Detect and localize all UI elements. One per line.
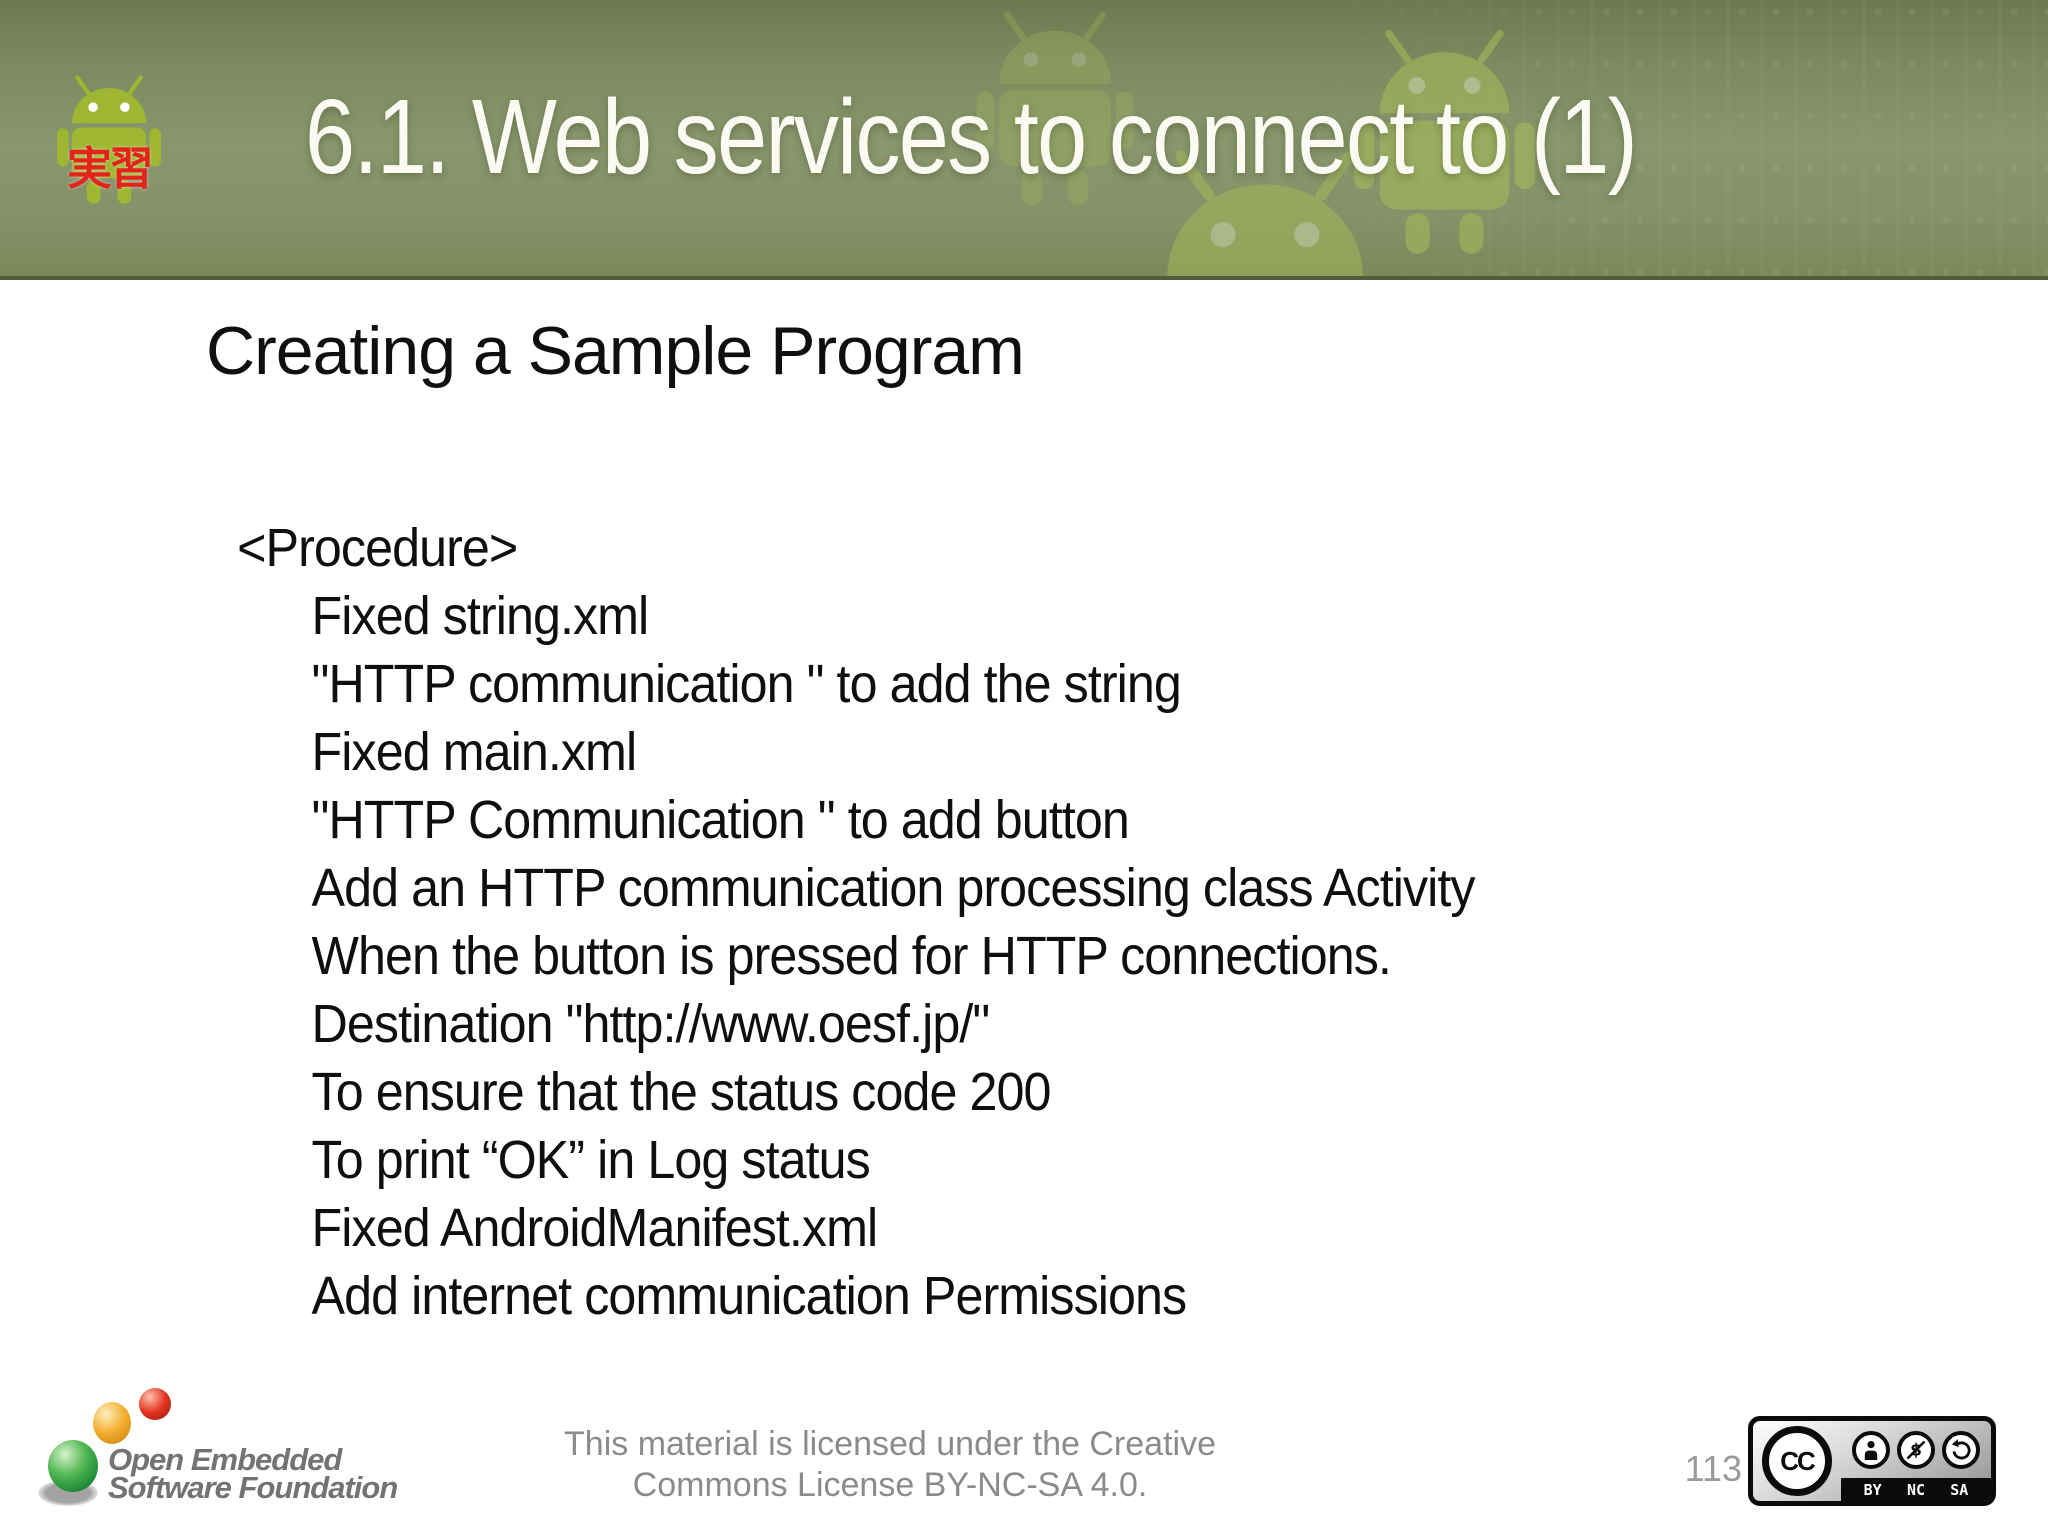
procedure-step: To ensure that the status code 200 xyxy=(311,1062,1052,1122)
cc-icon-label: CC xyxy=(1780,1445,1816,1476)
practice-badge-label: 実習 xyxy=(66,142,154,195)
cc-icon: CC xyxy=(1762,1426,1832,1496)
cc-license-badge: CC $ xyxy=(1748,1416,1996,1506)
slide-title: 6.1. Web services to connect to (1) xyxy=(305,78,1638,196)
by-person-icon xyxy=(1852,1430,1891,1469)
procedure-step: Add internet communication Permissions xyxy=(311,1266,1188,1326)
procedure-steps: Fixed string.xml "HTTP communication " to… xyxy=(0,582,1905,1330)
page-number: 113 xyxy=(1684,1448,1742,1489)
procedure-step: Add an HTTP communication processing cla… xyxy=(311,858,1476,918)
sa-label: SA xyxy=(1950,1480,1969,1499)
logo-ball-orange xyxy=(93,1402,131,1444)
sa-arrow-icon xyxy=(1941,1430,1980,1469)
procedure-block: <Procedure> Fixed string.xml "HTTP commun… xyxy=(0,514,1905,1330)
license-line2: Commons License BY-NC-SA 4.0. xyxy=(632,1466,1148,1504)
procedure-label: <Procedure> xyxy=(237,518,518,578)
oesf-logo-line1: Open Embedded xyxy=(108,1442,342,1477)
oesf-logo: Open Embedded Software Foundation xyxy=(36,1388,466,1518)
procedure-step: Fixed AndroidManifest.xml xyxy=(311,1198,879,1258)
procedure-step: "HTTP Communication " to add button xyxy=(311,790,1130,850)
logo-ball-red xyxy=(139,1388,171,1420)
procedure-step: Fixed main.xml xyxy=(311,722,638,782)
logo-ball-green xyxy=(48,1440,98,1492)
by-label: BY xyxy=(1863,1480,1882,1499)
procedure-step: To print “OK” in Log status xyxy=(311,1130,871,1190)
cc-badge-labels: BY NC SA xyxy=(1841,1478,1991,1501)
oesf-logo-line2: Software Foundation xyxy=(108,1470,398,1505)
license-line1: This material is licensed under the Crea… xyxy=(564,1425,1216,1463)
oesf-logo-text: Open Embedded Software Foundation xyxy=(108,1442,398,1505)
nc-label: NC xyxy=(1906,1480,1926,1499)
nc-dollar-icon: $ xyxy=(1896,1430,1935,1469)
body-heading: Creating a Sample Program xyxy=(206,313,1025,389)
procedure-step: Fixed string.xml xyxy=(311,586,650,646)
slide-header-banner: 実習 6.1. Web services to connect to (1) xyxy=(0,0,2048,280)
procedure-step: When the button is pressed for HTTP conn… xyxy=(311,926,1392,986)
cc-badge-left: CC xyxy=(1753,1421,1841,1501)
cc-badge-icons: $ xyxy=(1841,1421,1991,1478)
practice-android-icon: 実習 xyxy=(56,74,162,204)
procedure-step: "HTTP communication " to add the string xyxy=(311,654,1182,714)
oesf-logo-graphic xyxy=(36,1388,186,1514)
procedure-step: Destination "http://www.oesf.jp/" xyxy=(311,994,991,1054)
license-text: This material is licensed under the Crea… xyxy=(540,1424,1240,1506)
cc-badge-right: $ BY NC SA xyxy=(1841,1421,1991,1501)
